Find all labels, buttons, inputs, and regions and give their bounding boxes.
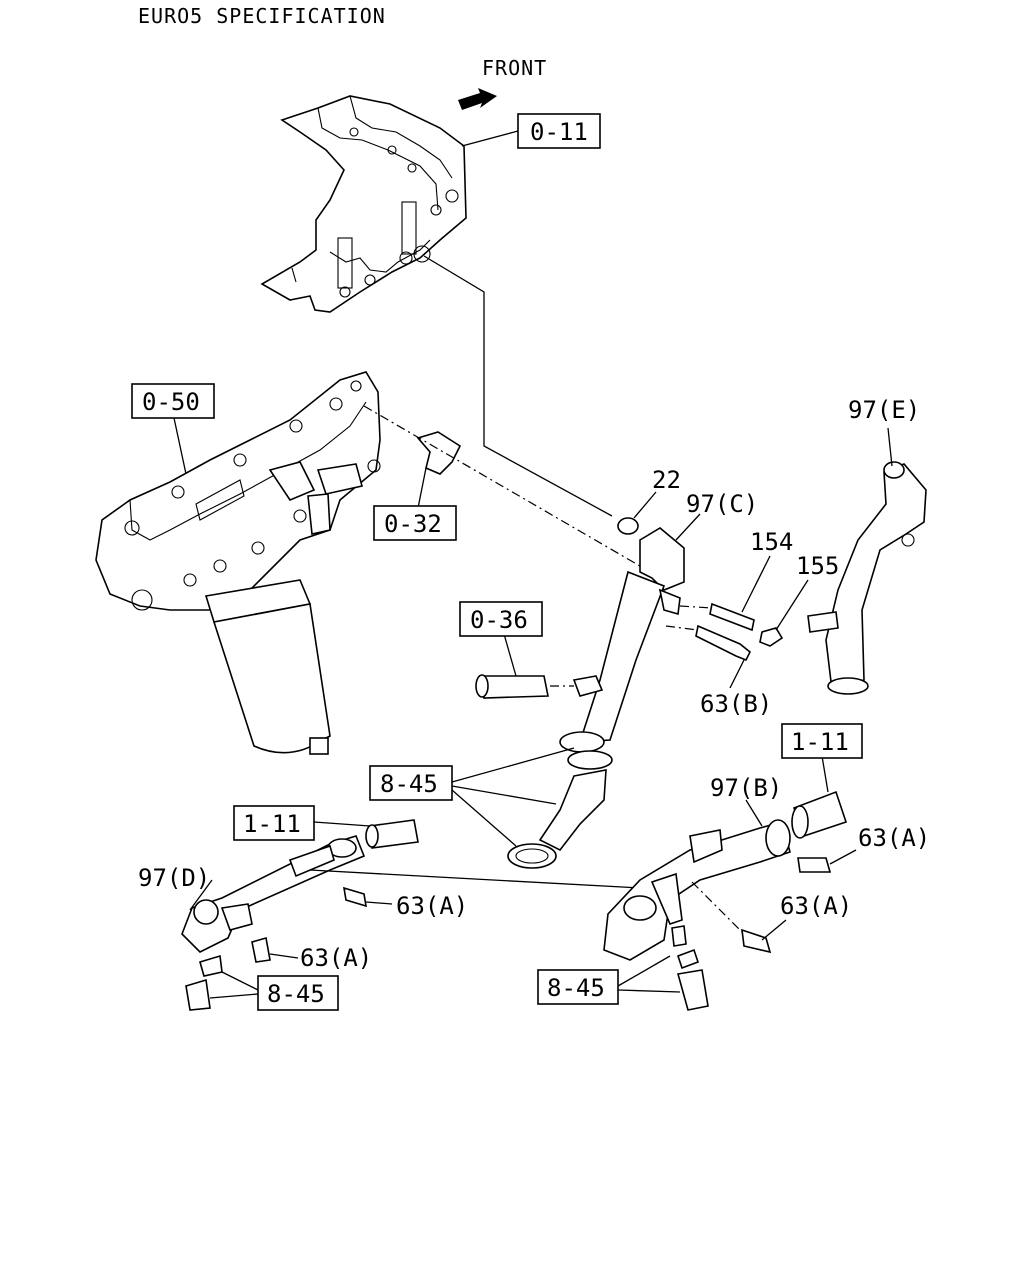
hose-8-45-drawing	[507, 750, 613, 869]
part-label-22: 22	[652, 466, 681, 494]
part-label-63b: 63(B)	[700, 690, 772, 718]
ref-label-8-45-right: 8-45	[547, 974, 605, 1002]
ref-label-8-45-left: 8-45	[267, 980, 325, 1008]
part-label-97d: 97(D)	[138, 864, 210, 892]
ref-box-0-50	[131, 383, 215, 419]
part-label-97c: 97(C)	[686, 490, 758, 518]
front-arrow-icon	[458, 88, 497, 110]
pipe-97b-drawing	[603, 790, 848, 1011]
ref-label-0-36: 0-36	[470, 606, 528, 634]
ref-label-8-45-mid: 8-45	[380, 770, 438, 798]
oil-cooler-assembly-drawing	[95, 371, 381, 755]
ref-box-8-45-right	[537, 969, 619, 1005]
ref-box-8-45-mid	[369, 765, 453, 801]
pipe-97d-drawing	[181, 819, 419, 1011]
pipe-97c-drawing	[559, 527, 685, 753]
pipe-97e-drawing	[807, 461, 927, 695]
part-label-63a-2: 63(A)	[300, 944, 372, 972]
ref-label-0-50: 0-50	[142, 388, 200, 416]
nut-155-drawing	[759, 627, 784, 647]
front-label: FRONT	[482, 56, 547, 80]
part-label-154: 154	[750, 528, 793, 556]
bolts-154-63b-drawing	[665, 602, 755, 662]
part-label-155: 155	[796, 552, 839, 580]
ref-box-0-32	[373, 505, 457, 541]
cylinder-head-drawing	[260, 95, 519, 313]
ref-box-1-11-right	[781, 723, 863, 759]
ref-box-0-36	[459, 601, 543, 637]
ref-label-0-32: 0-32	[384, 510, 442, 538]
fitting-0-36-drawing	[475, 674, 604, 699]
ref-label-1-11-left: 1-11	[243, 810, 301, 838]
part-label-63a-4: 63(A)	[780, 892, 852, 920]
ref-box-0-11	[517, 113, 601, 149]
part-label-63a-3: 63(A)	[858, 824, 930, 852]
ref-box-8-45-left	[257, 975, 339, 1011]
part-label-97e: 97(E)	[848, 396, 920, 424]
o-ring-22-drawing	[617, 517, 639, 535]
gasket-drawing	[416, 431, 462, 475]
part-label-63a-1: 63(A)	[396, 892, 468, 920]
part-label-97b: 97(B)	[710, 774, 782, 802]
spec-title: EURO5 SPECIFICATION	[138, 4, 386, 28]
ref-label-1-11-right: 1-11	[791, 728, 849, 756]
ref-label-0-11: 0-11	[530, 118, 588, 146]
ref-box-1-11-left	[233, 805, 315, 841]
